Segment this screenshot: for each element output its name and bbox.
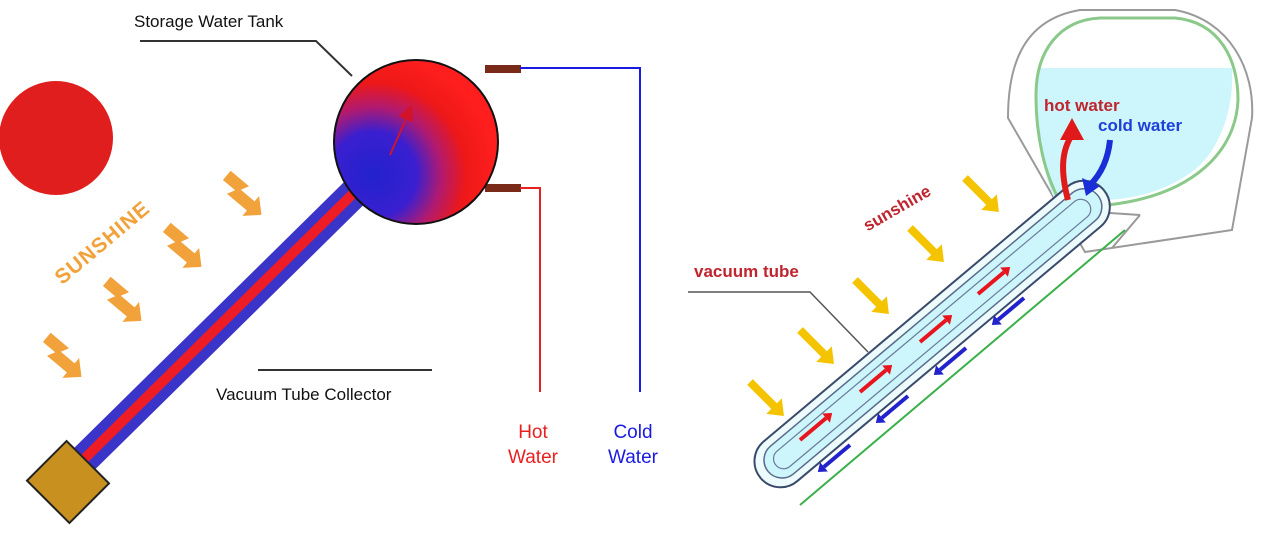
cold-water-label: Cold Water (608, 420, 658, 470)
tank-water (1037, 68, 1233, 200)
cold-water-arrow (1087, 139, 1113, 188)
collector-label: Vacuum Tube Collector (216, 385, 392, 404)
collector-base (25, 439, 111, 525)
zigzag-arrow-icon (42, 332, 82, 378)
cold-water-pipe (520, 67, 641, 392)
zigzag-arrow-icon (222, 170, 262, 216)
tank-leader-line (140, 40, 353, 77)
sunbeam-arrow-icon (907, 225, 944, 262)
zigzag-arrow-icon (102, 276, 142, 322)
support-rail (799, 229, 1126, 506)
tank-inner-outline (1034, 16, 1240, 207)
cold-outlet-stub (485, 65, 521, 73)
sunshine-arrows (42, 170, 262, 378)
tube-flow-arrows (798, 267, 1026, 472)
storage-tank-label: Storage Water Tank (134, 12, 284, 31)
cold-water-label-line1: Cold (613, 422, 653, 443)
vacuum-tube-label: vacuum tube (694, 262, 799, 281)
hot-water-label-line2: Water (508, 447, 558, 468)
hot-water-label-line1: Hot (518, 422, 548, 443)
cold-water-label-line2: Water (608, 447, 658, 468)
storage-water-tank (333, 59, 499, 225)
sun-icon (0, 81, 113, 195)
sunbeam-arrow-icon (797, 327, 834, 364)
sunbeam-arrow-icon (962, 175, 999, 212)
sunbeam-arrow-icon (747, 379, 784, 416)
hot-rise-arrow (389, 104, 414, 156)
hot-water-pipe (520, 187, 541, 392)
hot-outlet-stub (485, 184, 521, 192)
hot-water-label: Hot Water (508, 420, 558, 470)
zigzag-arrow-icon (162, 222, 202, 268)
sunbeam-arrows (747, 175, 999, 416)
right-cold-water-label: cold water (1098, 116, 1183, 135)
heat-pipe (71, 159, 388, 472)
right-hot-water-label: hot water (1044, 96, 1120, 115)
sunbeam-arrow-icon (852, 277, 889, 314)
vacuum-tube-leader-line (688, 291, 869, 353)
